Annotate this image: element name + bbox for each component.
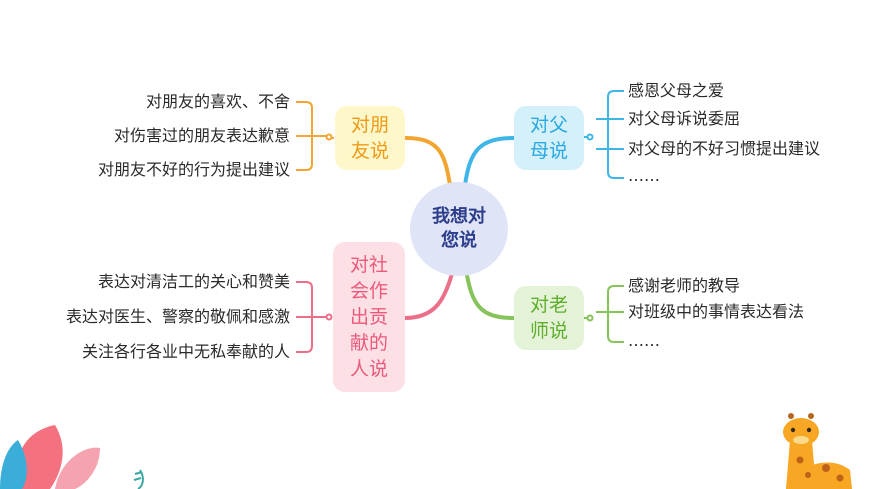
leaf-parents-2: 对父母诉说委屈 (628, 109, 741, 128)
branch-label-society: 对社 会作 出贡 献的 人说 (349, 254, 388, 380)
branch-node-parents: 对父 母说 (514, 106, 584, 170)
leaf-parents-4: …… (628, 166, 660, 185)
bracket-society (296, 281, 333, 353)
bracket-parents (583, 90, 624, 179)
branch-label-friends: 对朋 友说 (350, 114, 389, 162)
bracket-teachers (583, 285, 624, 343)
leaf-teachers-1: 感谢老师的教导 (628, 276, 741, 295)
leaf-parents-1: 感恩父母之爱 (628, 81, 725, 100)
giraffe-decoration (783, 413, 852, 489)
leaf-teachers-2: 对班级中的事情表达看法 (628, 302, 805, 321)
branch-node-friends: 对朋 友说 (335, 106, 405, 170)
branch-node-society: 对社 会作 出贡 献的 人说 (333, 242, 405, 392)
connector-friends (404, 136, 452, 187)
leaf-friends-2: 对伤害过的朋友表达歉意 (113, 126, 290, 145)
leaf-friends-1: 对朋友的喜欢、不舍 (145, 92, 290, 111)
leaf-friends-3: 对朋友不好的行为提出建议 (97, 160, 290, 179)
center-node: 我想对 您说 (410, 182, 508, 276)
leaf-parents-3: 对父母的不好习惯提出建议 (628, 139, 821, 158)
branch-label-parents: 对父 母说 (529, 114, 568, 162)
plant-decoration (0, 425, 144, 489)
connector-teachers (464, 268, 516, 320)
connector-society (403, 268, 455, 320)
leaf-teachers-3: …… (628, 331, 660, 350)
branch-node-teachers: 对老 师说 (514, 286, 584, 350)
center-label: 我想对 您说 (432, 206, 486, 251)
bracket-friends (296, 101, 334, 171)
branch-label-teachers: 对老 师说 (529, 294, 568, 342)
leaf-society-3: 关注各行各业中无私奉献的人 (81, 342, 290, 361)
connector-parents (463, 136, 516, 187)
leaf-society-2: 表达对医生、警察的敬佩和感激 (65, 307, 290, 326)
leaf-society-1: 表达对清洁工的关心和赞美 (97, 272, 290, 291)
